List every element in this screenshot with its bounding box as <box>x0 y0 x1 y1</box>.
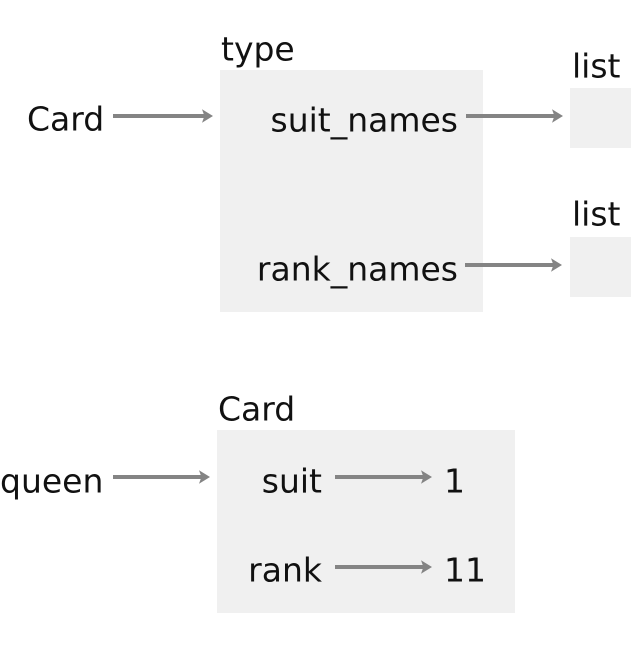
attr-suit-names-label: suit_names <box>270 100 459 140</box>
arrow-head-icon <box>202 109 213 123</box>
arrow-shaft <box>335 475 425 479</box>
attr-suit-label: suit <box>261 461 322 501</box>
arrow-shaft <box>465 263 555 267</box>
card-object-title: Card <box>218 389 296 429</box>
arrow-head-icon <box>421 560 432 574</box>
type-object-box <box>220 70 483 312</box>
arrow-suit-names-to-list <box>466 109 563 123</box>
arrow-head-icon <box>199 470 210 484</box>
arrow-shaft <box>113 475 203 479</box>
arrow-shaft <box>113 114 206 118</box>
arrow-rank-names-to-list <box>465 258 562 272</box>
arrow-shaft <box>335 565 425 569</box>
arrow-queen-to-card <box>113 470 210 484</box>
list2-title: list <box>572 194 621 234</box>
card-object-box <box>217 430 515 613</box>
arrow-head-icon <box>421 470 432 484</box>
arrow-head-icon <box>551 258 562 272</box>
attr-rank-names-label: rank_names <box>256 249 458 289</box>
arrow-shaft <box>466 114 556 118</box>
arrow-head-icon <box>552 109 563 123</box>
variable-label-queen: queen <box>0 461 104 501</box>
list1-box <box>570 88 631 148</box>
list2-box <box>570 237 631 297</box>
arrow-rank-to-value <box>335 560 432 574</box>
list1-title: list <box>572 46 621 86</box>
attr-rank-label: rank <box>248 550 322 590</box>
variable-label-card: Card <box>27 99 105 139</box>
arrow-suit-to-value <box>335 470 432 484</box>
type-object-title: type <box>221 29 295 69</box>
suit-value: 1 <box>444 461 465 501</box>
rank-value: 11 <box>444 550 486 590</box>
arrow-card-to-type <box>113 109 213 123</box>
